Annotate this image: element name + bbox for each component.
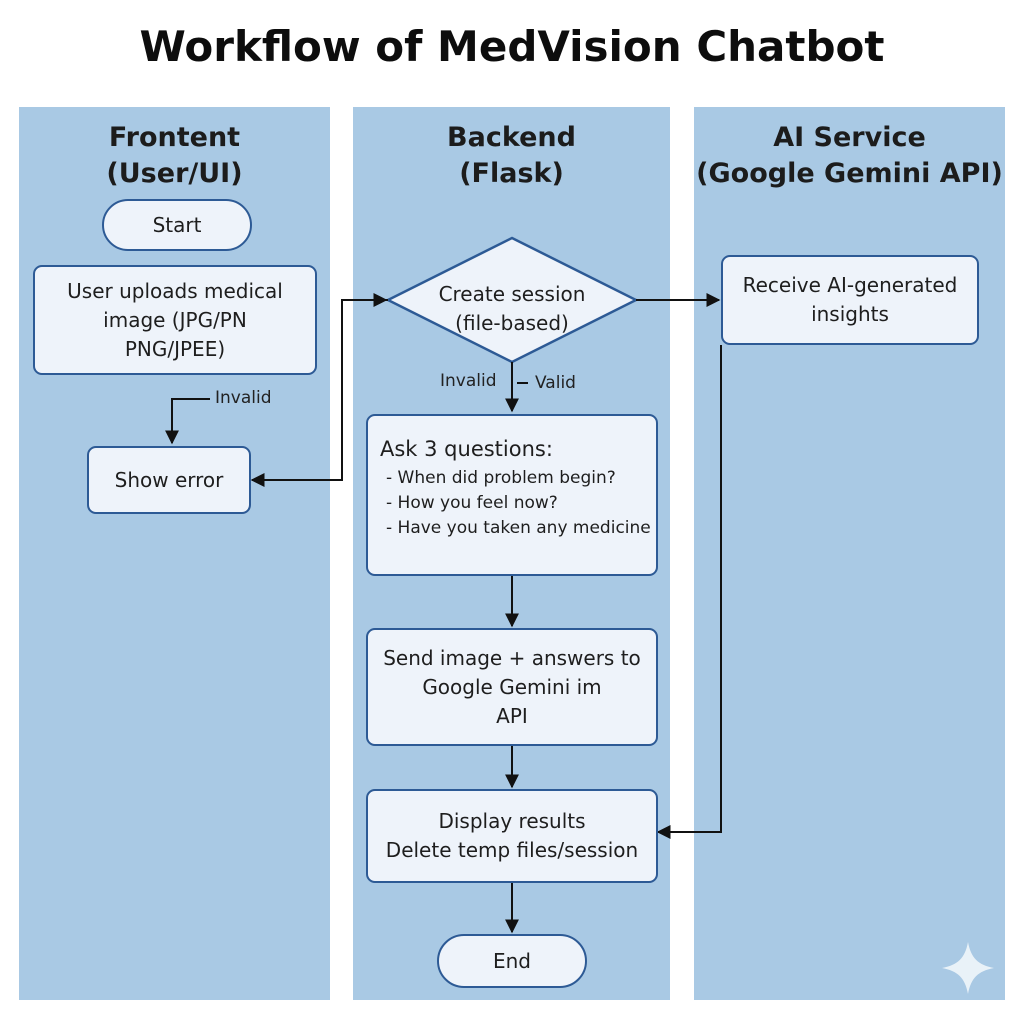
send-image-node: Send image + answers to Google Gemini im… [366,628,658,746]
upload-line-1: User uploads medical [67,278,283,303]
receive-insights-line-2: insights [811,302,889,326]
lane-header-frontend: Frontent (User/UI) [19,120,330,192]
lane-ai-service [694,107,1005,1000]
send-image-line-2: Google Gemini im [422,674,602,699]
lane-header-backend: Backend (Flask) [353,120,670,192]
question-item-1: - When did problem begin? [386,468,616,488]
edge-label-invalid-center: Invalid [440,371,497,391]
create-session-label: Create session (file-based) [420,280,604,338]
upload-line-2: image (JPG/PN [103,307,247,332]
ask-questions-node: Ask 3 questions: - When did problem begi… [366,414,658,576]
lane-header-ai-service: AI Service (Google Gemini API) [694,120,1005,192]
lane-frontend [19,107,330,1000]
edge-label-invalid-left: Invalid [215,388,272,408]
create-session-line-1: Create session [438,282,586,306]
display-results-line-2: Delete temp files/session [385,838,639,862]
lane-subtitle: (Flask) [459,158,564,189]
diagram-title: Workflow of MedVision Chatbot [139,22,885,71]
lane-title: AI Service [773,122,926,153]
lane-title: Frontent [108,122,241,153]
start-label: Start [152,212,202,237]
lane-subtitle: (Google Gemini API) [696,158,1003,189]
question-item-2: - How you feel now? [386,493,558,513]
receive-insights-line-1: Receive AI-generated [742,273,958,297]
ask-questions-heading: Ask 3 questions: [380,437,553,461]
upload-node: User uploads medical image (JPG/PN PNG/J… [33,265,317,375]
lane-title: Backend [447,122,576,153]
question-item-3: - Have you taken any medicine [386,518,651,538]
send-image-line-3: API [496,703,528,728]
display-results-node: Display results Delete temp files/sessio… [366,789,658,883]
display-results-line-1: Display results [438,809,586,833]
lane-subtitle: (User/UI) [106,158,243,189]
receive-insights-node: Receive AI-generated insights [721,255,979,345]
upload-line-3: PNG/JPEE) [124,336,226,361]
end-node: End [437,934,587,988]
show-error-node: Show error [87,446,251,514]
edge-label-valid: Valid [535,373,576,393]
end-label: End [492,948,531,973]
show-error-label: Show error [114,467,224,492]
create-session-line-2: (file-based) [455,311,569,335]
send-image-line-1: Send image + answers to [383,645,641,670]
start-node: Start [102,199,252,251]
